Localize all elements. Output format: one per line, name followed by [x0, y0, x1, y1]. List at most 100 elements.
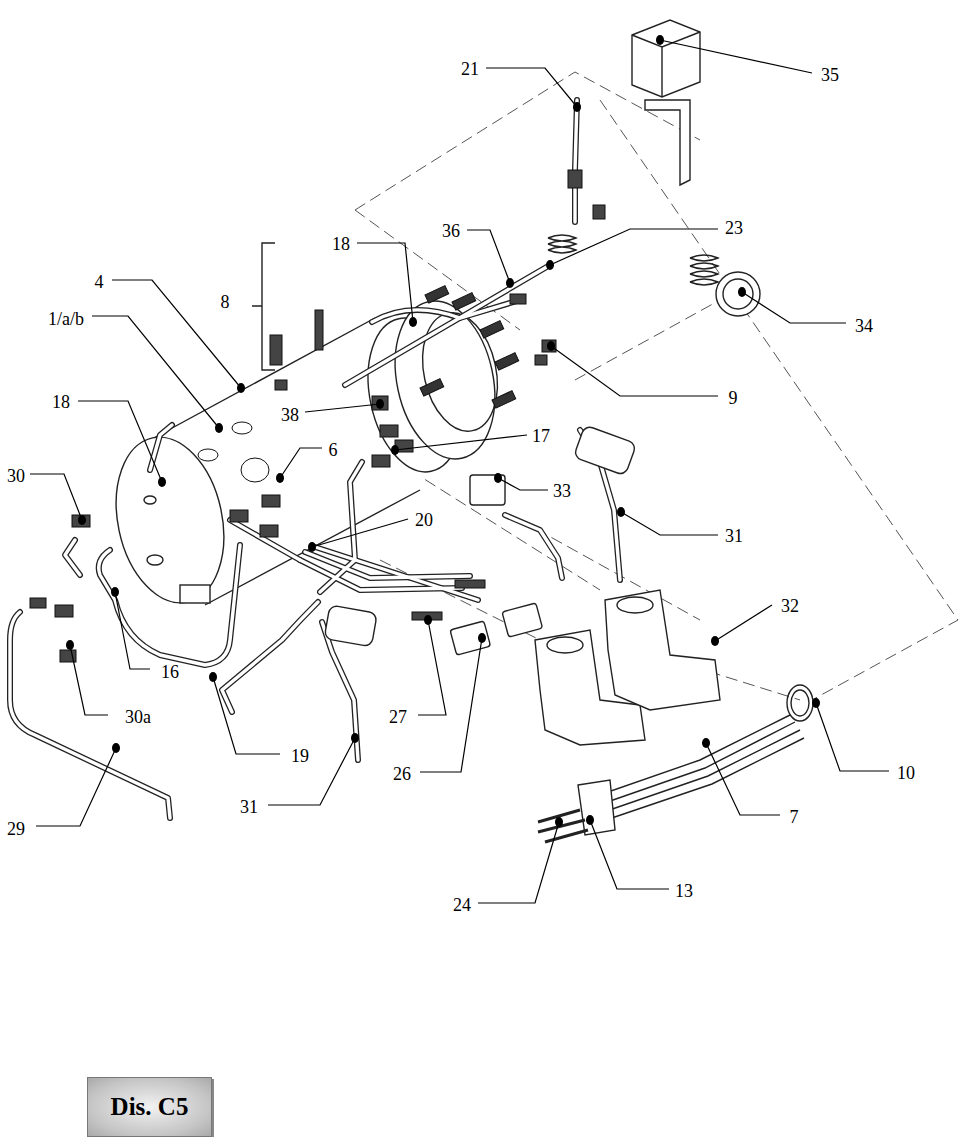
bolts-part: [480, 321, 504, 338]
callout-number: 21: [459, 60, 481, 80]
heating-element-part: [585, 715, 790, 800]
callout-number: 36: [440, 222, 462, 242]
leader-dots-part: [351, 733, 359, 743]
projection-lines-part: [410, 470, 600, 590]
leader-lines-part: [486, 68, 577, 107]
bolts-part: [492, 391, 516, 408]
mounting-feet: [535, 590, 720, 745]
fittings-part: [232, 422, 252, 434]
leader-dots-part: [424, 615, 432, 625]
leader-lines-part: [478, 822, 559, 903]
leader-lines-part: [715, 605, 772, 641]
callout-number: 33: [551, 482, 573, 502]
bolts-part: [425, 286, 449, 303]
callout-number: 16: [159, 663, 181, 683]
mounting-feet-part: [617, 597, 653, 613]
leader-dots-part: [209, 672, 217, 682]
pipe-outline-part: [10, 100, 620, 818]
leader-lines-part: [660, 40, 812, 73]
gauge-and-switch: [252, 20, 760, 370]
leader-lines-part: [420, 638, 482, 772]
fittings-part: [542, 340, 556, 352]
leader-dots-part: [308, 542, 316, 552]
leader-lines-part: [621, 512, 718, 535]
leader-lines-part: [115, 592, 150, 669]
fittings-part: [535, 355, 547, 365]
leader-lines-part: [213, 677, 280, 754]
gauge-and-switch-part: [632, 20, 700, 97]
fittings-part: [270, 335, 282, 365]
boiler-part: [381, 292, 508, 468]
projection-lines-part: [575, 300, 720, 380]
leader-dots-part: [506, 278, 514, 288]
callout-number: 24: [451, 896, 473, 916]
fittings-part: [315, 310, 323, 350]
callout-number: 7: [788, 808, 801, 828]
fittings-part: [30, 598, 46, 608]
fittings-part: [455, 580, 485, 588]
callout-number: 19: [289, 747, 311, 767]
pipe-fill-part: [10, 100, 620, 818]
leader-lines-part: [70, 645, 108, 715]
leader-lines-part: [312, 519, 408, 547]
callout-number: 31: [238, 798, 260, 818]
drawing-number: Dis. C5: [111, 1093, 189, 1121]
leader-lines-part: [498, 478, 548, 490]
leader-dots-part: [494, 473, 502, 483]
gauge-and-switch-part: [690, 255, 718, 285]
boiler-part: [180, 585, 210, 603]
leader-dots-part: [546, 260, 554, 270]
heating-element-part: [787, 685, 813, 721]
valves-part: [324, 605, 377, 647]
heating-element-part: [538, 810, 588, 842]
leader-dots-part: [215, 423, 223, 433]
leader-lines: [30, 40, 889, 903]
gauge-and-switch-part: [723, 279, 753, 309]
leader-dots-part: [617, 507, 625, 517]
callout-number: 32: [779, 597, 801, 617]
leader-dots-part: [702, 738, 710, 748]
drawing-number-box: Dis. C5: [87, 1077, 212, 1137]
heating-element-part: [600, 738, 804, 822]
leader-lines-part: [30, 474, 82, 520]
leader-dots-part: [111, 587, 119, 597]
callout-number: 6: [327, 441, 340, 461]
leader-lines-part: [742, 292, 846, 323]
fittings: [30, 170, 605, 662]
callout-number: 4: [93, 273, 106, 293]
leader-lines-part: [305, 404, 380, 412]
leader-lines-part: [395, 435, 527, 450]
callout-number: 8: [219, 293, 232, 313]
boiler-part: [144, 496, 156, 504]
leader-lines-part: [36, 748, 116, 826]
callout-number: 35: [819, 66, 841, 86]
leader-lines-part: [706, 743, 780, 815]
leader-dots: [66, 35, 820, 827]
leader-dots-part: [66, 640, 74, 650]
leader-dots-part: [738, 287, 746, 297]
leader-dots-part: [391, 445, 399, 455]
callout-number: 30a: [123, 708, 153, 728]
bolts-part: [495, 353, 519, 370]
heating-element-part: [791, 690, 809, 716]
bolts-part: [420, 379, 444, 396]
boiler-part: [412, 306, 507, 438]
leader-dots-part: [237, 383, 245, 393]
callout-number: 20: [413, 511, 435, 531]
callout-number: 23: [723, 219, 745, 239]
callout-number: 18: [50, 393, 72, 413]
leader-lines-part: [78, 401, 162, 482]
leader-lines-part: [418, 620, 446, 715]
heating-element-part: [590, 722, 795, 808]
callout-number: 34: [853, 317, 875, 337]
fittings-part: [262, 495, 280, 507]
leader-lines-part: [280, 448, 322, 478]
fittings-part: [198, 449, 218, 461]
callout-number: 29: [5, 820, 27, 840]
fittings-part: [380, 425, 398, 437]
boiler-part: [102, 427, 239, 613]
callout-number: 30: [5, 467, 27, 487]
callout-number: 1/a/b: [46, 310, 86, 330]
leader-dots-part: [555, 817, 563, 827]
